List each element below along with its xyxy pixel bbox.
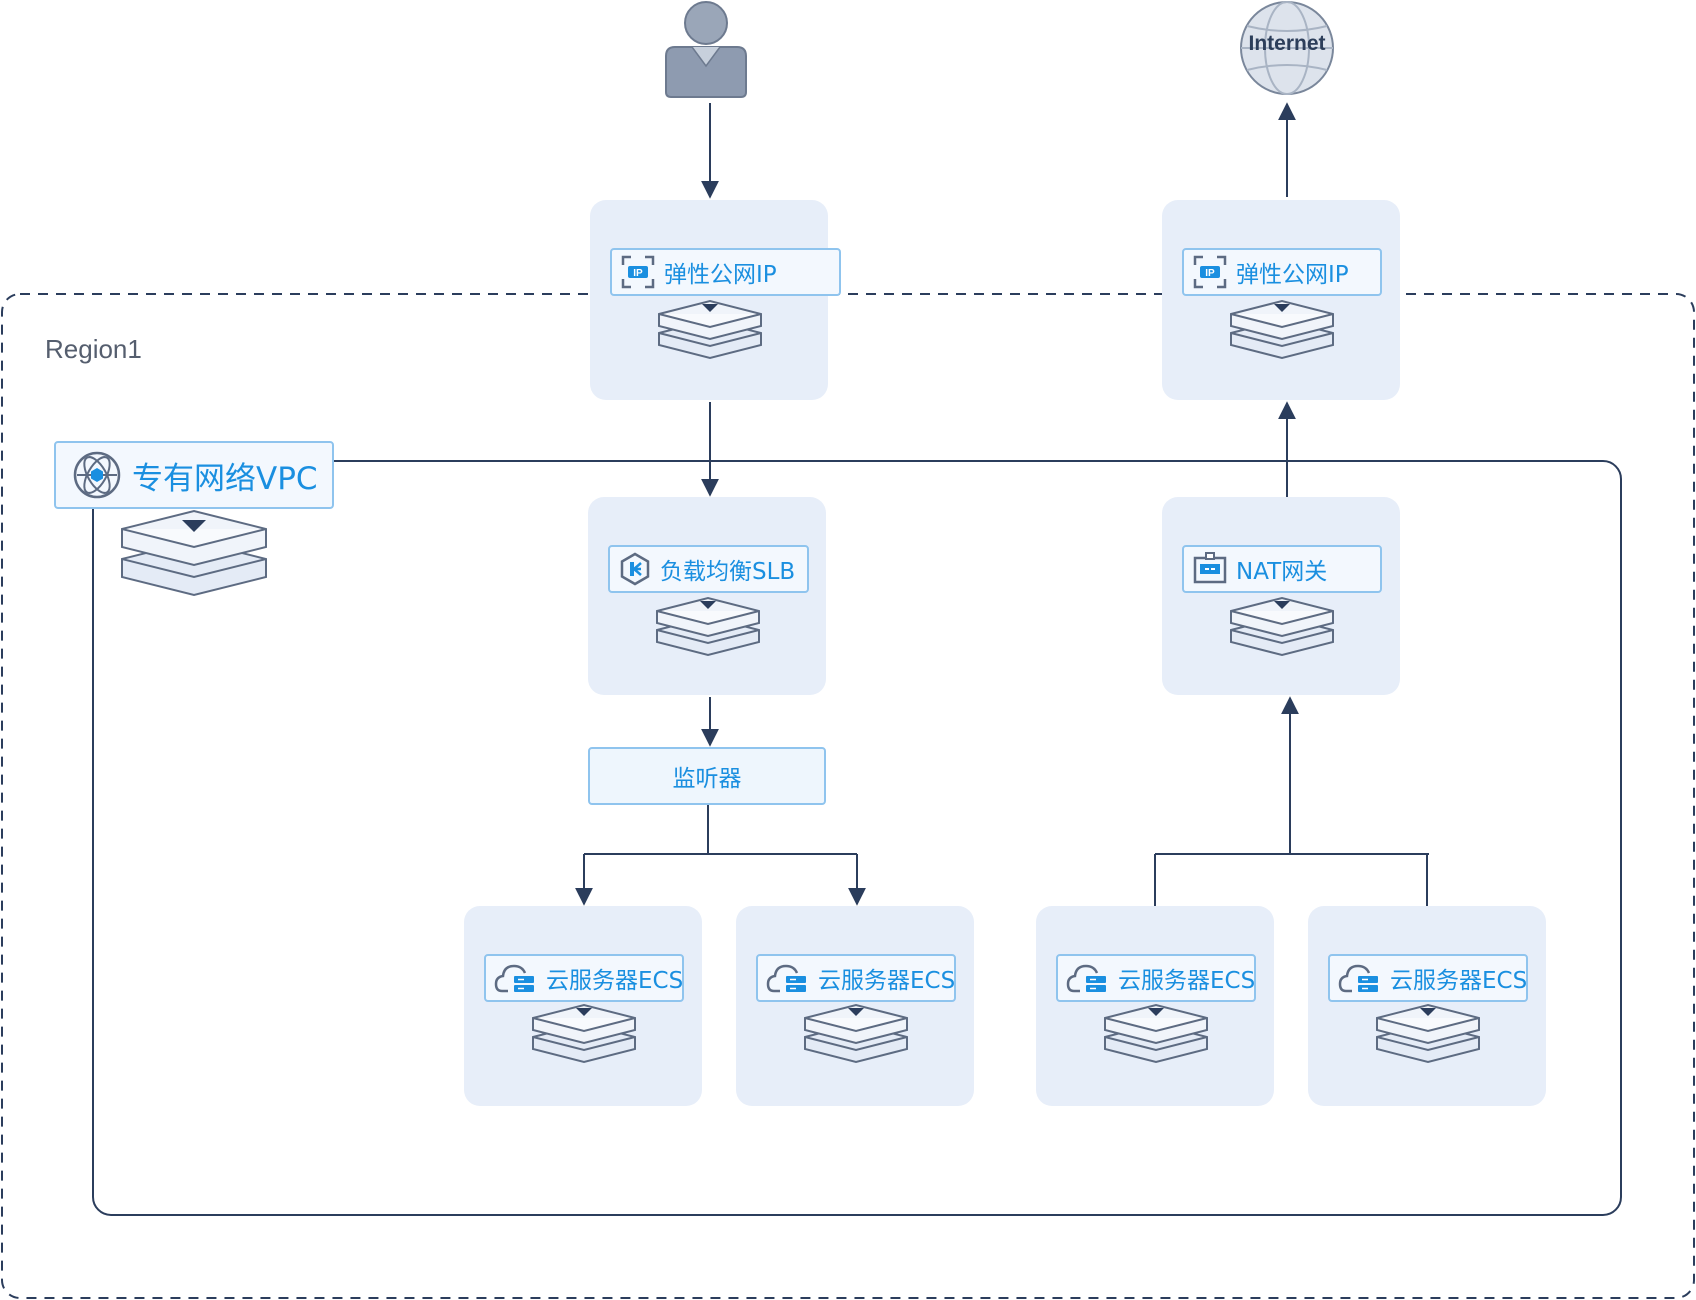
- eip-inbound-card: [590, 200, 828, 400]
- nat-label-text: NAT网关: [1236, 559, 1328, 585]
- cloud-server-icon: [494, 964, 534, 993]
- ecs-label-text-1: 云服务器ECS: [546, 968, 684, 994]
- nat-card: [1162, 497, 1400, 695]
- cloud-server-icon: [1066, 964, 1106, 993]
- region-boundary: [1, 293, 1695, 1299]
- nat-gateway-icon: [1193, 552, 1227, 584]
- ecs-stack-icon-4: [1376, 1003, 1480, 1064]
- ecs-stack-icon-3: [1104, 1003, 1208, 1064]
- slb-label-text: 负载均衡SLB: [660, 559, 796, 585]
- ecs-label-3: 云服务器ECS: [1056, 954, 1256, 1002]
- load-balancer-icon: [620, 552, 650, 586]
- ecs-label-text-2: 云服务器ECS: [818, 968, 956, 994]
- nat-label: NAT网关: [1182, 545, 1382, 593]
- cloud-server-icon: [1338, 964, 1378, 993]
- listener-label: 监听器: [672, 766, 742, 792]
- vpc-boundary: [92, 460, 1622, 1216]
- cloud-server-icon: [766, 964, 806, 993]
- ecs-stack-icon-2: [804, 1003, 908, 1064]
- ecs-label-1: 云服务器ECS: [484, 954, 684, 1002]
- eip-outbound-card: [1162, 200, 1400, 400]
- ecs-label-text-3: 云服务器ECS: [1118, 968, 1256, 994]
- user-icon: [665, 1, 747, 98]
- ecs-label-4: 云服务器ECS: [1328, 954, 1528, 1002]
- slb-stack-icon: [656, 596, 760, 657]
- eip-inbound-stack-icon: [658, 299, 762, 360]
- eip-outbound-label-text: 弹性公网IP: [1236, 262, 1349, 288]
- svg-text:IP: IP: [633, 268, 643, 279]
- ip-icon: IP: [1193, 255, 1227, 289]
- connectors: [575, 102, 1429, 907]
- vpc-label-text: 专有网络VPC: [132, 460, 318, 497]
- slb-label: 负载均衡SLB: [608, 545, 809, 593]
- nat-stack-icon: [1230, 596, 1334, 657]
- listener-box: 监听器: [588, 747, 826, 805]
- ecs-label-2: 云服务器ECS: [756, 954, 956, 1002]
- vpc-icon: [73, 451, 121, 499]
- internet-label: Internet: [1248, 32, 1326, 55]
- globe-icon: [1240, 1, 1334, 95]
- ip-icon: IP: [621, 255, 655, 289]
- eip-outbound-stack-icon: [1230, 299, 1334, 360]
- eip-outbound-label: IP 弹性公网IP: [1182, 248, 1382, 296]
- svg-text:IP: IP: [1205, 268, 1215, 279]
- vpc-stack-icon: [121, 509, 267, 597]
- vpc-label: 专有网络VPC: [54, 441, 334, 509]
- eip-inbound-label-text: 弹性公网IP: [664, 262, 777, 288]
- ecs-stack-icon-1: [532, 1003, 636, 1064]
- slb-card: [588, 497, 826, 695]
- eip-inbound-label: IP 弹性公网IP: [610, 248, 841, 296]
- ecs-label-text-4: 云服务器ECS: [1390, 968, 1528, 994]
- region-label: Region1: [45, 334, 142, 364]
